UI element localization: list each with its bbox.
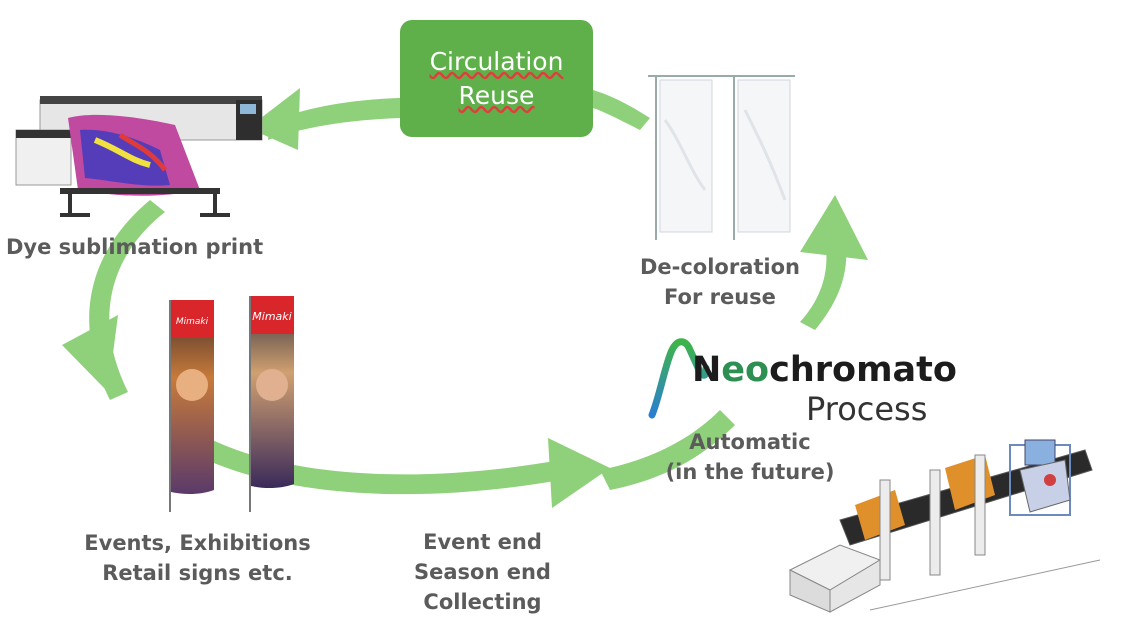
logo-swoosh-icon [648, 338, 710, 419]
printer-image [15, 96, 263, 217]
circulation-reuse-box: Circulation Reuse [400, 20, 593, 137]
logo-brand-prefix: N [692, 350, 722, 390]
logo-brand-rest: chromato [769, 350, 957, 390]
arc-right [800, 240, 847, 330]
label-decoloration-line2: For reuse [664, 285, 776, 309]
arrowhead-to-machine [548, 438, 610, 508]
label-collecting-line1: Event end [423, 530, 542, 554]
label-collecting: Event end Season end Collecting [400, 527, 565, 617]
arc-top-right [593, 90, 650, 130]
arrow-to-printer [268, 98, 400, 140]
arrowhead-to-events [62, 315, 118, 392]
flag-logo-2: Mimaki [252, 310, 291, 323]
flag-logo-1: Mimaki [176, 317, 209, 327]
machine-diagram-image [788, 439, 1101, 613]
arrowhead-to-decoloration [800, 195, 868, 260]
white-banner-image [648, 75, 795, 240]
label-events-line1: Events, Exhibitions [84, 531, 311, 555]
arrowhead-to-printer [248, 88, 300, 150]
reuse-box-line2: Reuse [458, 80, 535, 110]
logo-brand: Neochromato [692, 350, 957, 390]
arc-bottom [170, 425, 560, 495]
arc-bottom-right [600, 410, 735, 490]
neochromato-logo: Neochromato Process [648, 348, 957, 428]
label-collecting-line3: Collecting [423, 590, 542, 614]
flag-banner-image: Mimaki Mimaki [169, 296, 294, 512]
label-automatic-line1: Automatic [689, 430, 811, 454]
label-automatic-line2: (in the future) [665, 460, 835, 484]
reuse-box-line1: Circulation [429, 46, 564, 76]
label-automatic: Automatic (in the future) [650, 427, 850, 487]
label-decoloration: De-coloration For reuse [620, 252, 820, 312]
label-dye-sublimation-print: Dye sublimation print [6, 235, 264, 259]
label-collecting-line2: Season end [414, 560, 551, 584]
logo-brand-green: eo [721, 350, 770, 390]
label-events-line2: Retail signs etc. [102, 561, 293, 585]
logo-process: Process [806, 390, 928, 428]
label-events: Events, Exhibitions Retail signs etc. [70, 528, 325, 588]
label-decoloration-line1: De-coloration [639, 255, 801, 279]
